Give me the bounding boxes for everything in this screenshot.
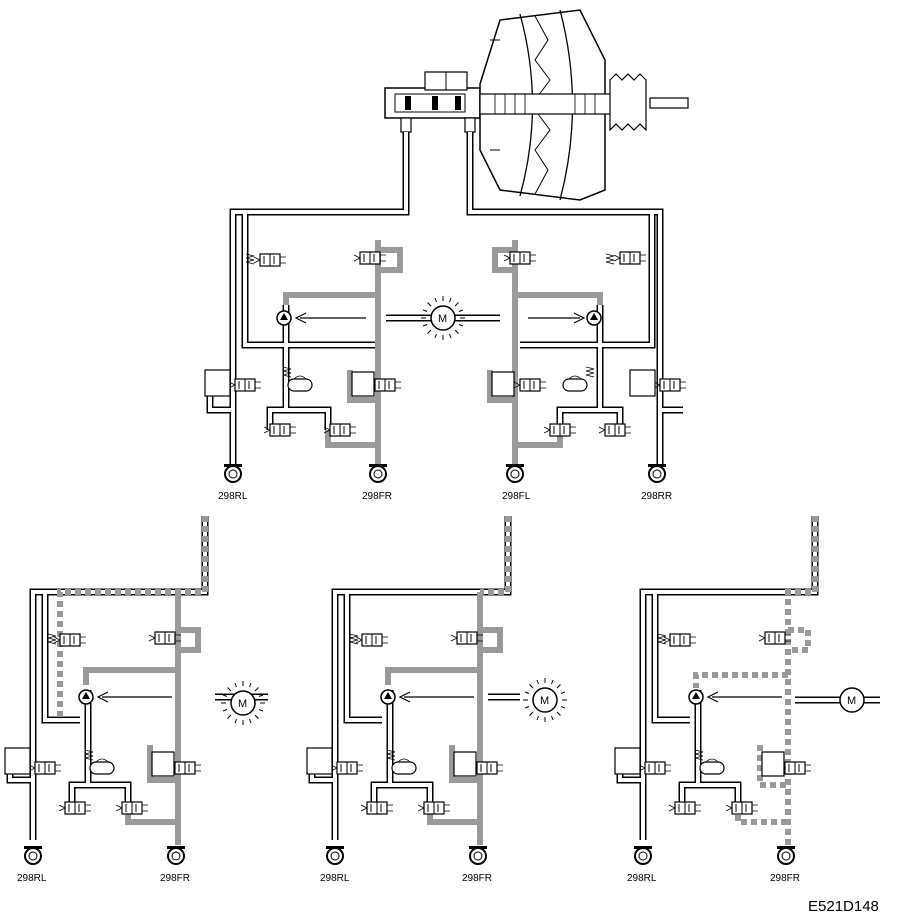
svg-text:M: M [540,695,549,707]
c2-wheel-label-fr: 298FR [462,873,492,884]
c2-wheel-label-rl: 298RL [320,873,350,884]
bottom-circuit-1: M [4,516,268,865]
brake-booster [384,9,689,201]
wheel-label-fr: 298FR [362,491,392,502]
figure-reference: E521D148 [808,898,879,915]
svg-text:M: M [438,313,447,325]
svg-text:M: M [847,695,856,707]
c3-wheel-label-rl: 298RL [627,873,657,884]
wheel-label-rr: 298RR [641,491,672,502]
c1-wheel-label-rl: 298RL [17,873,47,884]
wheel-label-fl: 298FL [502,491,531,502]
bottom-circuit-3: M [614,516,880,865]
top-hydraulic-circuit: M [204,132,687,483]
c3-wheel-label-fr: 298FR [770,873,800,884]
wheel-label-rl: 298RL [218,491,248,502]
bottom-circuit-2: M [306,516,568,865]
c1-wheel-label-fr: 298FR [160,873,190,884]
svg-text:M: M [238,698,247,710]
